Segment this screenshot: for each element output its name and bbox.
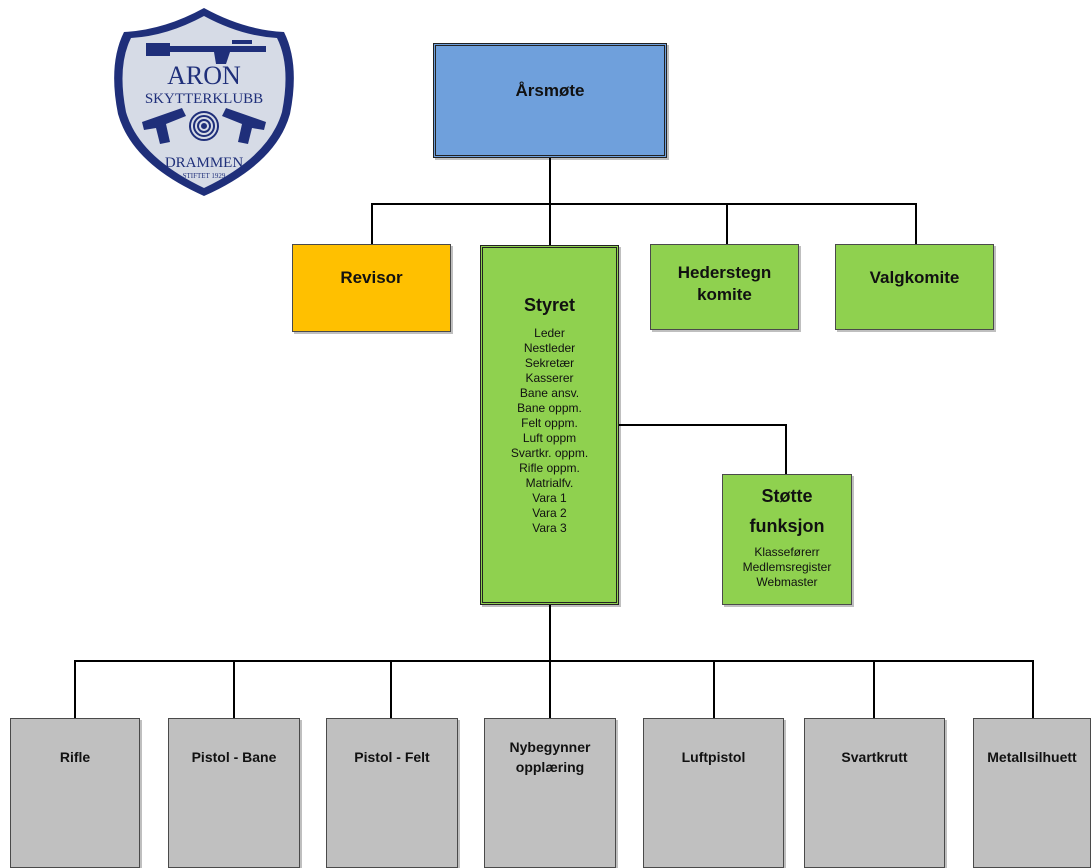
node-label: Revisor	[340, 268, 403, 287]
node-arsmote: Årsmøte	[433, 43, 667, 158]
unit-label: Metallsilhuett	[987, 749, 1077, 765]
unit-label: Svartkrutt	[841, 749, 908, 765]
node-unit-rifle: Rifle	[10, 718, 140, 868]
connector-line	[915, 203, 917, 245]
club-logo: ARON SKYTTERKLUBB DRAMMEN STIFTET 1929	[114, 8, 294, 196]
connector-line	[371, 203, 373, 245]
unit-label: Luftpistol	[681, 749, 746, 765]
member-item: Vara 1	[532, 491, 567, 505]
member-item: Luft oppm	[522, 431, 577, 445]
unit-label: Rifle	[59, 749, 91, 765]
node-label-line: Støtte	[761, 486, 813, 506]
member-item: Svartkr. oppm.	[510, 446, 589, 460]
node-title: Støtte funksjon	[750, 485, 825, 545]
node-label: Valgkomite	[869, 268, 960, 287]
stotte-item: Klasseførerr	[754, 545, 820, 559]
node-label: Styret	[523, 295, 576, 315]
unit-label-line: Nybegynner	[509, 739, 591, 755]
node-unit-pistol-bane: Pistol - Bane	[168, 718, 300, 868]
connector-line	[785, 424, 787, 474]
connector-line	[371, 203, 917, 205]
member-item: Kasserer	[525, 371, 574, 385]
member-item: Bane ansv.	[519, 386, 580, 400]
node-stotte-funksjon: Støtte funksjon Klasseførerr Medlemsregi…	[722, 474, 852, 605]
connector-line	[233, 660, 235, 718]
unit-label: Pistol - Bane	[191, 749, 277, 765]
member-item: Vara 2	[532, 506, 567, 520]
connector-line	[549, 605, 551, 661]
connector-line	[390, 660, 392, 718]
connector-line	[873, 660, 875, 718]
rifle-icon	[146, 40, 266, 64]
connector-line	[549, 203, 551, 245]
unit-label: Pistol - Felt	[354, 749, 430, 765]
stotte-item: Webmaster	[756, 575, 818, 589]
node-hederstegn-komite: Hederstegn komite	[650, 244, 799, 330]
connector-line	[726, 203, 728, 245]
node-unit-luftpistol: Luftpistol	[643, 718, 784, 868]
node-label-line: funksjon	[749, 516, 825, 536]
connector-line	[713, 660, 715, 718]
node-revisor: Revisor	[292, 244, 451, 332]
logo-stiftet: STIFTET 1929	[183, 172, 226, 180]
node-unit-metallsilhuett: Metallsilhuett	[973, 718, 1091, 868]
node-valgkomite: Valgkomite	[835, 244, 994, 330]
styret-members: Leder Nestleder Sekretær Kasserer Bane a…	[511, 326, 588, 536]
member-item: Sekretær	[524, 356, 575, 370]
node-styret: Styret Leder Nestleder Sekretær Kasserer…	[480, 245, 619, 605]
node-unit-svartkrutt: Svartkrutt	[804, 718, 945, 868]
node-label-line: Hederstegn	[677, 263, 772, 282]
connector-line	[549, 158, 551, 204]
member-item: Matrialfv.	[525, 476, 574, 490]
member-item: Rifle oppm.	[519, 461, 580, 475]
connector-line	[74, 660, 76, 718]
connector-line	[74, 660, 1034, 662]
node-unit-pistol-felt: Pistol - Felt	[326, 718, 458, 868]
org-chart: ARON SKYTTERKLUBB DRAMMEN STIFTET 1929 Å…	[10, 8, 1091, 868]
connector-line	[549, 660, 551, 718]
logo-drammen: DRAMMEN	[165, 155, 244, 171]
node-label: Årsmøte	[515, 81, 585, 100]
logo-skytterklubb: SKYTTERKLUBB	[145, 91, 263, 107]
node-unit-nybegynner: Nybegynner opplæring	[484, 718, 616, 868]
member-item: Leder	[534, 326, 565, 340]
member-item: Bane oppm.	[517, 401, 582, 415]
pistols-icon	[142, 108, 266, 144]
member-item: Vara 3	[532, 521, 567, 535]
member-item: Felt oppm.	[521, 416, 578, 430]
logo-shield-body	[122, 16, 286, 188]
connector-line	[619, 424, 787, 426]
member-item: Nestleder	[523, 341, 576, 355]
logo-aron: ARON	[167, 61, 241, 90]
stotte-item: Medlemsregister	[742, 560, 832, 574]
target-icon	[189, 111, 219, 141]
node-label-line: komite	[697, 285, 752, 304]
connector-line	[1032, 660, 1034, 718]
unit-label-line: opplæring	[515, 759, 585, 775]
